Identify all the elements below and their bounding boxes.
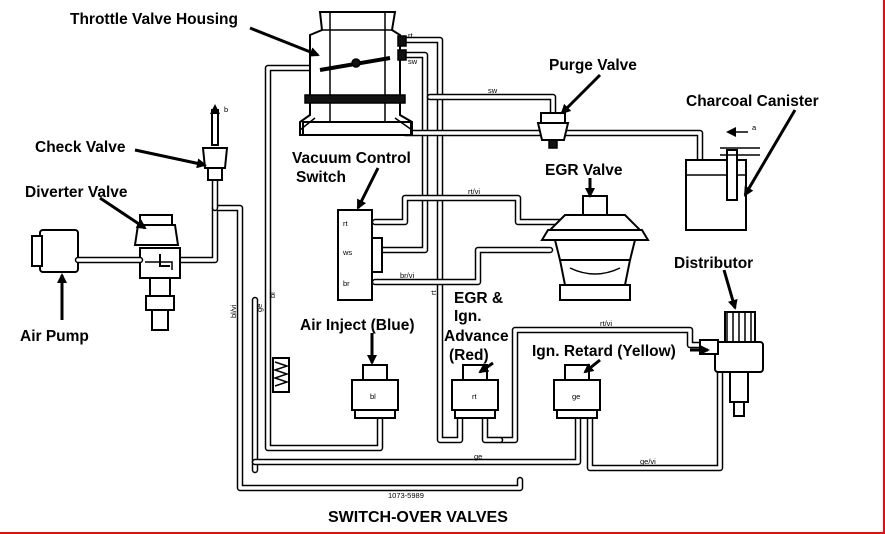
label-check-valve: Check Valve [35, 139, 126, 156]
tag-valve-blue: bl [370, 392, 376, 401]
label-purge-valve: Purge Valve [549, 57, 637, 74]
label-advance: Advance [444, 328, 509, 345]
switch-over-valve-yellow [553, 364, 601, 419]
tag-valve-yellow: ge [572, 392, 580, 401]
label-ign: Ign. [454, 308, 482, 325]
tag-sw-top: sw [408, 57, 418, 66]
label-distributor: Distributor [674, 255, 753, 272]
label-egr-and: EGR & [454, 290, 503, 307]
vacuum-control-switch [337, 209, 383, 301]
tag-br-vi: br/vi [400, 271, 415, 280]
leader-arrows [57, 26, 797, 374]
tag-bl-vi: bl/vi [229, 304, 238, 318]
throttle-valve-housing [299, 11, 413, 136]
tag-rt-top: rt [408, 31, 413, 40]
tag-rt-vi-right: rt/vi [600, 319, 612, 328]
tag-b: b [224, 105, 228, 114]
purge-valve [536, 112, 570, 149]
label-switch: Switch [296, 169, 346, 186]
tag-rt-vi-top: rt/vi [468, 187, 480, 196]
label-charcoal-canister: Charcoal Canister [686, 93, 819, 110]
charcoal-canister [685, 127, 760, 231]
tag-rt-mid: rt [429, 290, 438, 295]
figure-caption: SWITCH-OVER VALVES [328, 509, 508, 526]
diverter-valve [133, 214, 181, 331]
tag-valve-red: rt [472, 392, 477, 401]
tag-rt-switch: rt [343, 219, 348, 228]
tag-ws-switch: ws [342, 248, 352, 257]
label-diverter-valve: Diverter Valve [25, 184, 128, 201]
tag-br-switch: br [343, 279, 350, 288]
label-air-pump: Air Pump [20, 328, 89, 345]
spring-restrictor [272, 357, 290, 393]
tag-ge-bottom: ge [474, 452, 482, 461]
switch-over-valve-blue [351, 364, 399, 419]
label-red: (Red) [449, 347, 489, 364]
tag-ge-left: ge [255, 304, 264, 312]
vacuum-hoses [176, 36, 724, 492]
tag-ge-vi: ge/vi [640, 457, 656, 466]
distributor [699, 311, 764, 417]
label-ign-retard: Ign. Retard (Yellow) [532, 343, 676, 360]
tag-sw-purge: sw [488, 86, 498, 95]
air-pump [31, 229, 144, 273]
part-number: 1073-5989 [388, 491, 424, 500]
tag-bl-left: bl [268, 292, 277, 298]
label-vacuum-control: Vacuum Control [292, 150, 411, 167]
tag-a: a [752, 123, 757, 132]
egr-valve [540, 195, 650, 301]
label-air-inject: Air Inject (Blue) [300, 317, 415, 334]
label-throttle-valve-housing: Throttle Valve Housing [70, 11, 238, 28]
label-egr-valve: EGR Valve [545, 162, 623, 179]
check-valve [201, 104, 229, 181]
